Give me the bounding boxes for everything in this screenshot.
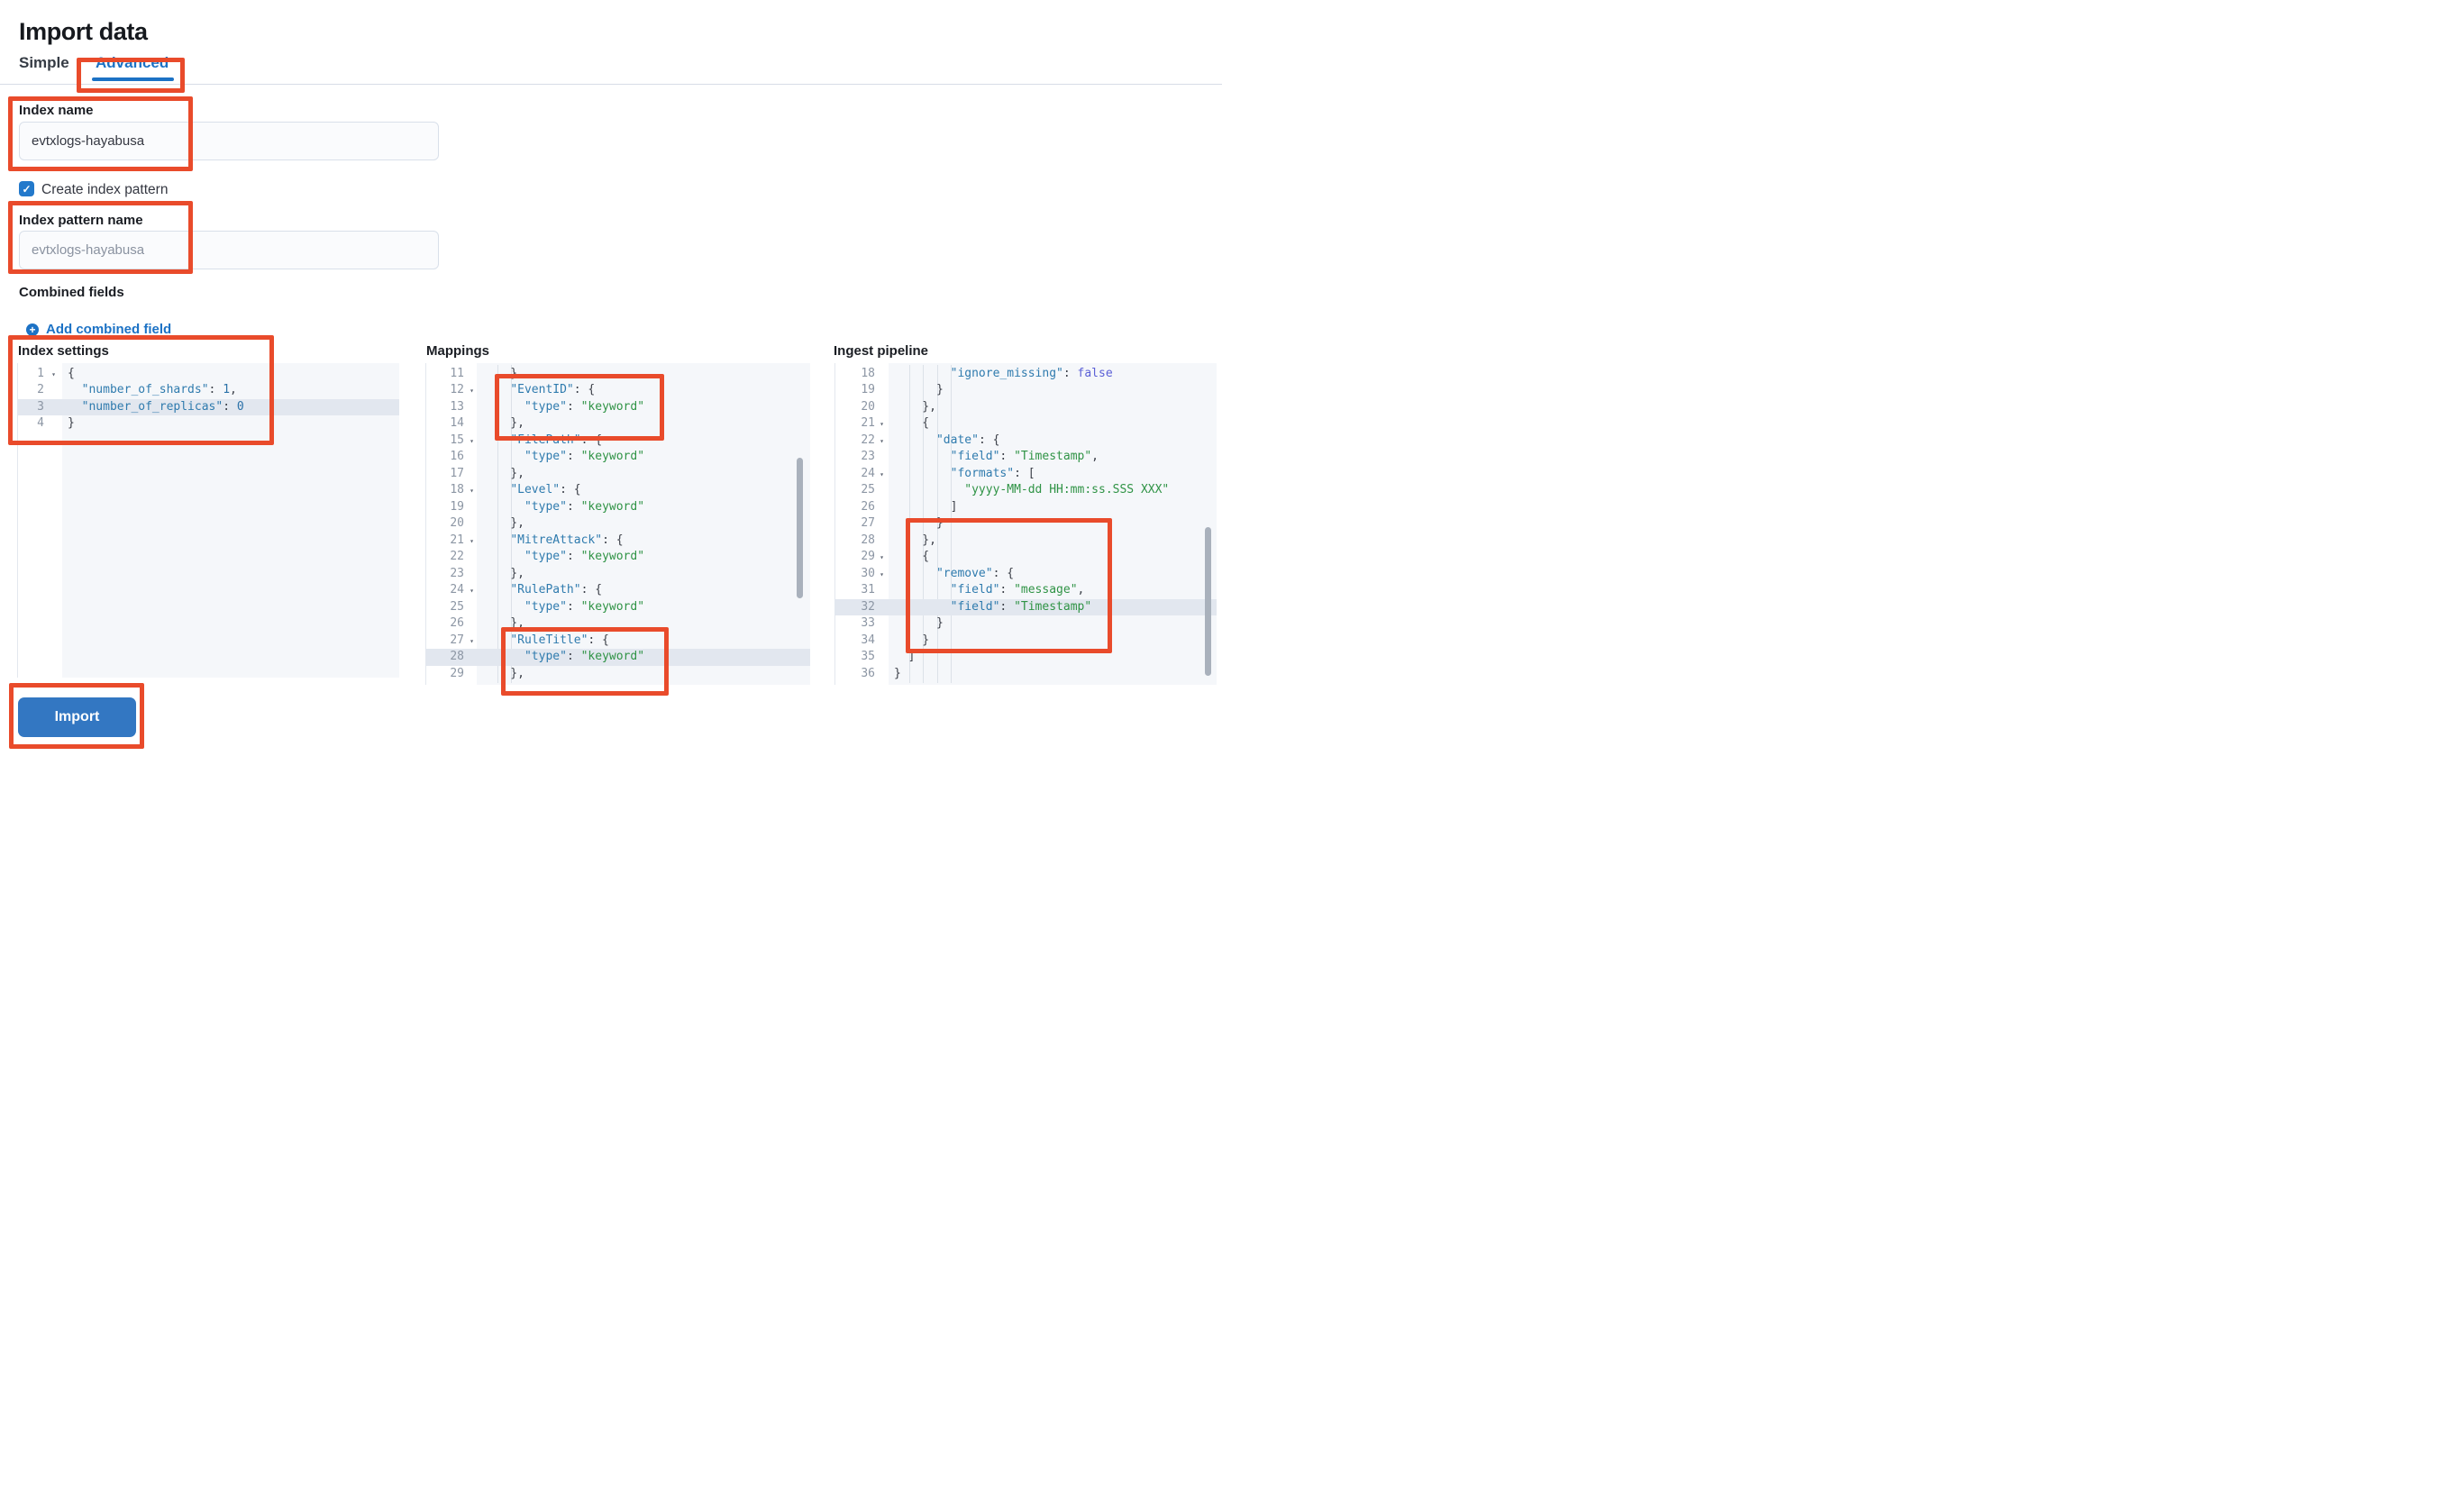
fold-arrow-icon[interactable]: ▾: [880, 569, 884, 578]
page-title: Import data: [19, 18, 148, 45]
editor-line-34: 34 }: [861, 633, 930, 647]
fold-arrow-icon[interactable]: ▾: [880, 469, 884, 478]
editor-border: [17, 363, 18, 678]
editor-line-19: 19 }: [861, 383, 944, 396]
editor-line-33: 33 }: [861, 616, 944, 630]
index-pattern-name-input[interactable]: [19, 231, 439, 269]
fold-arrow-icon[interactable]: ▾: [470, 587, 474, 595]
indent-guide: [497, 365, 498, 683]
editor-line-32: 32 "field": "Timestamp": [834, 598, 1217, 615]
editor-rows: 11 }, 12▾ "EventID": {13 "type": "keyword…: [425, 366, 810, 683]
editor-line-27: 27 }: [861, 516, 944, 530]
fold-arrow-icon[interactable]: ▾: [470, 387, 474, 395]
fold-arrow-icon[interactable]: ▾: [470, 636, 474, 645]
active-tab-underline: [92, 77, 174, 81]
editor-line-21: 21▾ {: [834, 415, 1217, 433]
tabs-divider: [0, 84, 1222, 85]
editor-border: [834, 363, 835, 685]
editor-line-15: 15▾ "FilePath": {: [425, 433, 810, 450]
indent-guide: [951, 365, 952, 683]
editor-line-17: 17 },: [450, 466, 524, 480]
editor-line-11: 11 },: [450, 366, 524, 380]
fold-arrow-icon[interactable]: ▾: [51, 369, 56, 378]
editor-line-22: 22 "type": "keyword": [450, 550, 645, 563]
combined-fields-label: Combined fields: [19, 285, 124, 300]
editor-line-29: 29 },: [450, 666, 524, 680]
editor-line-16: 16 "type": "keyword": [450, 450, 645, 463]
editor-line-22: 22▾ "date": {: [834, 433, 1217, 450]
fold-arrow-icon[interactable]: ▾: [470, 436, 474, 445]
editor-line-23: 23 "field": "Timestamp",: [861, 450, 1099, 463]
indent-guide: [937, 365, 938, 683]
ingest-scrollbar[interactable]: [1205, 527, 1211, 676]
editor-line-19: 19 "type": "keyword": [450, 499, 645, 514]
ingest-pipeline-editor[interactable]: 18 "ignore_missing": false 19 } 20 },21▾ {…: [834, 363, 1217, 685]
indent-guide: [511, 365, 512, 683]
editor-line-13: 13 "type": "keyword": [450, 399, 645, 414]
check-icon: ✓: [22, 182, 32, 196]
editor-line-36: 36}: [861, 666, 901, 680]
import-button[interactable]: Import: [18, 697, 136, 737]
mappings-editor[interactable]: 11 }, 12▾ "EventID": {13 "type": "keyword…: [425, 363, 810, 685]
editor-line-28: 28 },: [861, 533, 936, 547]
create-index-pattern-label[interactable]: Create index pattern: [41, 182, 169, 197]
plus-icon[interactable]: +: [26, 323, 39, 336]
fold-arrow-icon[interactable]: ▾: [470, 536, 474, 545]
indent-guide: [923, 365, 924, 683]
create-index-pattern-checkbox[interactable]: ✓: [19, 181, 34, 196]
editor-line-4: 4}: [37, 416, 75, 430]
editor-line-20: 20 },: [450, 516, 524, 530]
editor-line-28: 28 "type": "keyword": [425, 649, 810, 666]
editor-line-26: 26 },: [450, 616, 524, 630]
editor-line-21: 21▾ "MitreAttack": {: [425, 533, 810, 550]
editor-border: [425, 363, 426, 685]
editor-code-background: [889, 363, 1217, 685]
editor-line-3: 3 "number_of_replicas": 0: [17, 398, 399, 415]
index-name-label: Index name: [19, 103, 94, 118]
add-combined-field-link[interactable]: Add combined field: [46, 322, 172, 337]
index-settings-editor[interactable]: 1▾{2 "number_of_shards": 1, 3 "number_of_…: [17, 363, 399, 678]
fold-arrow-icon[interactable]: ▾: [470, 487, 474, 495]
fold-arrow-icon[interactable]: ▾: [880, 436, 884, 445]
editor-line-23: 23 },: [450, 566, 524, 580]
editor-line-26: 26 ]: [861, 499, 958, 514]
editor-line-24: 24▾ "formats": [: [834, 466, 1217, 483]
editor-line-20: 20 },: [861, 399, 936, 414]
import-data-page: Import data Simple Advanced Index name ✓…: [0, 0, 1222, 756]
editor-line-30: 30▾ "remove": {: [834, 566, 1217, 583]
editor-line-2: 2 "number_of_shards": 1,: [37, 383, 237, 396]
editor-line-1: 1▾{: [17, 366, 399, 383]
ingest-pipeline-label: Ingest pipeline: [834, 343, 929, 359]
editor-code-background: [62, 363, 399, 678]
editor-line-18: 18 "ignore_missing": false: [861, 366, 1113, 380]
editor-line-29: 29▾ {: [834, 549, 1217, 566]
index-name-input[interactable]: [19, 122, 439, 160]
fold-arrow-icon[interactable]: ▾: [880, 553, 884, 561]
fold-arrow-icon[interactable]: ▾: [880, 420, 884, 428]
editor-line-18: 18▾ "Level": {: [425, 482, 810, 499]
editor-rows: 18 "ignore_missing": false 19 } 20 },21▾ {…: [834, 366, 1217, 683]
index-pattern-name-label: Index pattern name: [19, 213, 143, 228]
index-settings-label: Index settings: [18, 343, 109, 359]
editor-line-12: 12▾ "EventID": {: [425, 382, 810, 399]
editor-line-25: 25 "type": "keyword": [450, 599, 645, 614]
mappings-label: Mappings: [426, 343, 489, 359]
editor-line-24: 24▾ "RulePath": {: [425, 582, 810, 599]
editor-line-35: 35 ]: [861, 650, 916, 663]
editor-rows: 1▾{2 "number_of_shards": 1, 3 "number_of_…: [17, 366, 399, 433]
mappings-scrollbar[interactable]: [797, 458, 803, 598]
editor-line-31: 31 "field": "message",: [861, 583, 1085, 597]
editor-line-27: 27▾ "RuleTitle": {: [425, 633, 810, 650]
tab-advanced[interactable]: Advanced: [96, 54, 169, 71]
editor-line-14: 14 },: [450, 416, 524, 430]
editor-line-25: 25 "yyyy-MM-dd HH:mm:ss.SSS XXX": [861, 483, 1170, 496]
tab-simple[interactable]: Simple: [19, 54, 69, 71]
